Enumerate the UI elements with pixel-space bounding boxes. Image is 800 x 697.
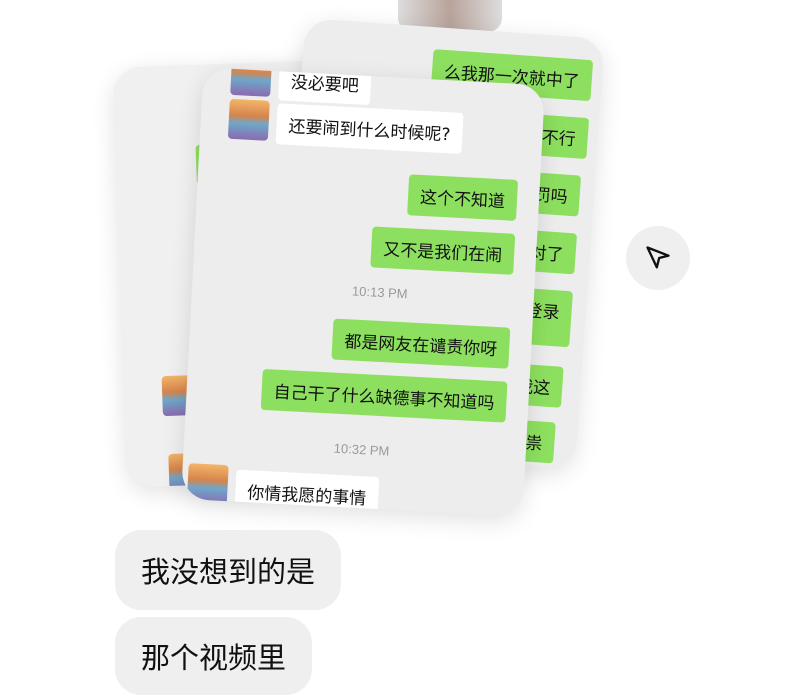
chat-bubble: 自己干了什么缺德事不知道吗 <box>260 368 508 423</box>
avatar <box>227 98 270 141</box>
chat-bubble: 还要闹到什么时候呢? <box>275 103 464 154</box>
chat-bubble: 这个不知道 <box>407 174 519 221</box>
shared-image-card-front[interactable]: 没必要吧 还要闹到什么时候呢? 这个不知道 又不是我们在闹 10:13 PM 都… <box>180 67 546 517</box>
timestamp: 10:13 PM <box>351 283 409 302</box>
message-bubble[interactable]: 那个视频里 <box>115 617 313 695</box>
chat-bubble: 你情我愿的事情 <box>234 469 380 517</box>
timestamp: 10:32 PM <box>333 440 390 459</box>
share-button[interactable] <box>626 226 690 290</box>
chat-bubble: 都是网友在谴责你呀 <box>331 318 511 369</box>
message-bubble[interactable]: 我没想到的是 <box>115 530 342 610</box>
chat-bubble: 又不是我们在闹 <box>370 226 516 275</box>
paper-plane-icon <box>646 246 670 269</box>
avatar <box>186 463 229 506</box>
avatar <box>230 67 273 97</box>
